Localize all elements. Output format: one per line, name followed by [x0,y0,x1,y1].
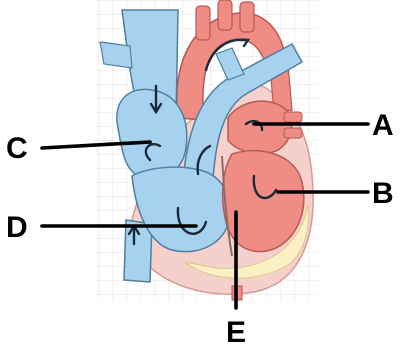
arch-branch-2 [218,0,232,30]
label-b: B [372,177,394,210]
right-atrium [117,89,187,179]
label-e: E [226,316,246,349]
label-a: A [372,109,394,142]
vein-branch [100,42,132,68]
label-c: C [6,132,28,165]
arch-branch-3 [240,2,254,32]
pulmonary-vein-2 [284,128,302,138]
left-atrium [228,101,292,154]
pulmonary-vein-1 [284,112,302,122]
label-d: D [6,211,28,244]
arch-branch-1 [196,6,210,40]
